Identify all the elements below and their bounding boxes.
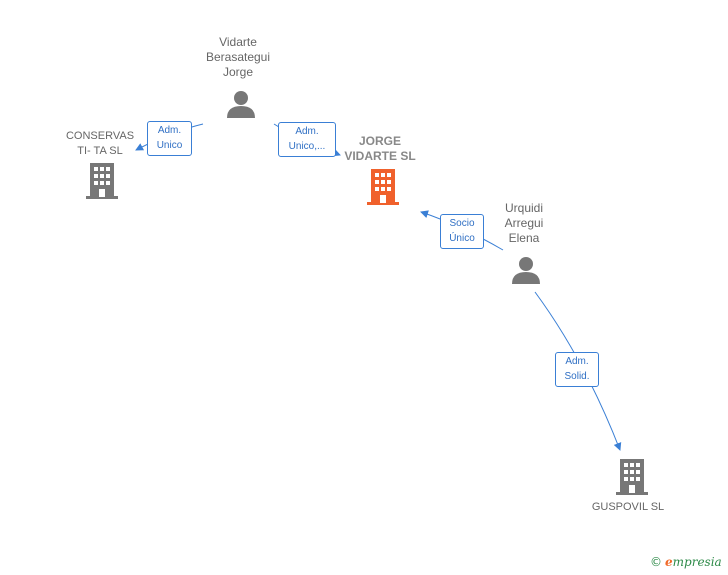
empresia-logo[interactable]: ©empresia xyxy=(650,555,722,569)
node-label-vidarte: Vidarte Berasategui Jorge xyxy=(205,35,271,79)
copyright-icon: © xyxy=(650,555,662,569)
building-icon-highlighted[interactable] xyxy=(367,169,399,205)
building-icon[interactable] xyxy=(616,459,648,495)
node-label-guspovil: GUSPOVIL SL xyxy=(591,501,665,513)
node-label-urquidi: Urquidi Arregui Elena xyxy=(504,201,544,245)
edge-label-adm-solid[interactable]: Adm. Solid. xyxy=(555,352,599,387)
edge-label-socio-unico[interactable]: Socio Único xyxy=(440,214,484,249)
person-icon[interactable] xyxy=(511,256,541,284)
edge-label-adm-unico[interactable]: Adm. Unico xyxy=(147,121,192,156)
building-icon[interactable] xyxy=(86,163,118,199)
node-label-conservas: CONSERVAS TI- TA SL xyxy=(65,130,135,157)
edge-label-adm-unico-more[interactable]: Adm. Unico,... xyxy=(278,122,336,157)
person-icon[interactable] xyxy=(226,90,256,118)
node-label-jorge-vidarte: JORGE VIDARTE SL xyxy=(344,134,416,163)
